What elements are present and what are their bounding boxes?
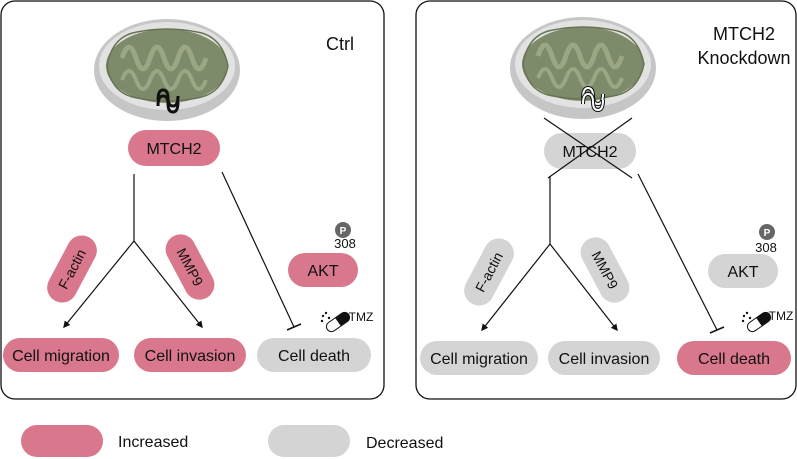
mitochondrion-icon <box>94 19 240 121</box>
knockdown-mtch2-label: MTCH2 <box>562 144 617 161</box>
mtch2-protein-icon <box>581 85 605 113</box>
knockdown-inhibit-line <box>637 173 718 331</box>
knockdown-death-label: Cell death <box>698 351 770 368</box>
ctrl-mtch2-label: MTCH2 <box>146 141 201 158</box>
ctrl-arrow-migration <box>63 240 135 329</box>
ctrl-akt-pill <box>288 253 358 287</box>
ctrl-invasion-pill <box>134 338 246 372</box>
ctrl-akt-label: AKT <box>307 263 338 280</box>
knockdown-migration-label: Cell migration <box>430 351 528 368</box>
knockdown-death-pill <box>677 341 791 375</box>
legend-decreased-label: Decreased <box>366 435 443 452</box>
knockdown-cross-line-1 <box>543 117 633 179</box>
knockdown-akt-pill <box>708 254 778 288</box>
knockdown-mtch2-pill <box>544 133 636 169</box>
ctrl-mtch2-pill <box>128 130 220 166</box>
ctrl-phospho-label: P <box>340 226 347 237</box>
ctrl-inhibit-bar <box>286 323 302 331</box>
knockdown-invasion-label: Cell invasion <box>559 351 650 368</box>
ctrl-akt-site: 308 <box>334 236 356 251</box>
knockdown-inhibit-bar <box>709 326 725 334</box>
knockdown-title-line2: Knockdown <box>697 48 790 68</box>
ctrl-f-actin-pill: F-actin <box>47 235 97 303</box>
ctrl-death-pill <box>257 338 371 372</box>
knockdown-akt-label: AKT <box>727 264 758 281</box>
ctrl-tmz-capsule-icon <box>325 311 351 333</box>
ctrl-invasion-label: Cell invasion <box>145 348 236 365</box>
legend-increased-label: Increased <box>118 434 188 451</box>
knockdown-arrow-invasion <box>549 243 618 332</box>
knockdown-migration-pill <box>420 341 538 375</box>
ctrl-migration-label: Cell migration <box>12 348 110 365</box>
knockdown-akt-site: 308 <box>755 240 777 255</box>
ctrl-phosphate-icon <box>335 222 351 238</box>
ctrl-inhibit-line <box>221 171 295 328</box>
ctrl-death-label: Cell death <box>278 348 350 365</box>
ctrl-arrow-invasion <box>133 240 203 329</box>
legend-decreased-swatch <box>268 425 350 457</box>
ctrl-title: Ctrl <box>326 34 354 54</box>
knockdown-invasion-pill <box>548 341 660 375</box>
knockdown-f-actin-pill: F-actin <box>464 238 514 306</box>
knockdown-tmz-label: TMZ <box>769 309 794 323</box>
knockdown-cross-line-2 <box>547 117 633 179</box>
ctrl-tmz-label: TMZ <box>349 310 374 324</box>
legend-increased-swatch <box>21 425 103 457</box>
knockdown-tmz-capsule-icon <box>746 311 772 333</box>
ctrl-migration-pill <box>3 338 119 372</box>
ctrl-mmp9-pill: MMP9 <box>165 234 215 300</box>
knockdown-panel: MTCH2 Knockdown MTCH2 <box>415 0 797 400</box>
knockdown-tmz-dots <box>741 311 752 323</box>
knockdown-phosphate-icon <box>759 224 775 240</box>
legend: Increased Decreased <box>21 425 443 457</box>
knockdown-phospho-label: P <box>764 228 771 239</box>
mitochondrion-icon <box>510 17 656 119</box>
knockdown-mmp9-pill: MMP9 <box>580 237 630 303</box>
knockdown-title-line1: MTCH2 <box>713 24 775 44</box>
mtch2-protein-icon <box>156 88 180 114</box>
knockdown-panel-frame <box>415 0 797 400</box>
ctrl-tmz-dots <box>320 311 331 323</box>
ctrl-panel-frame <box>0 0 385 400</box>
ctrl-panel: Ctrl MTCH2 F-actin M <box>0 0 385 400</box>
knockdown-arrow-migration <box>481 243 551 332</box>
